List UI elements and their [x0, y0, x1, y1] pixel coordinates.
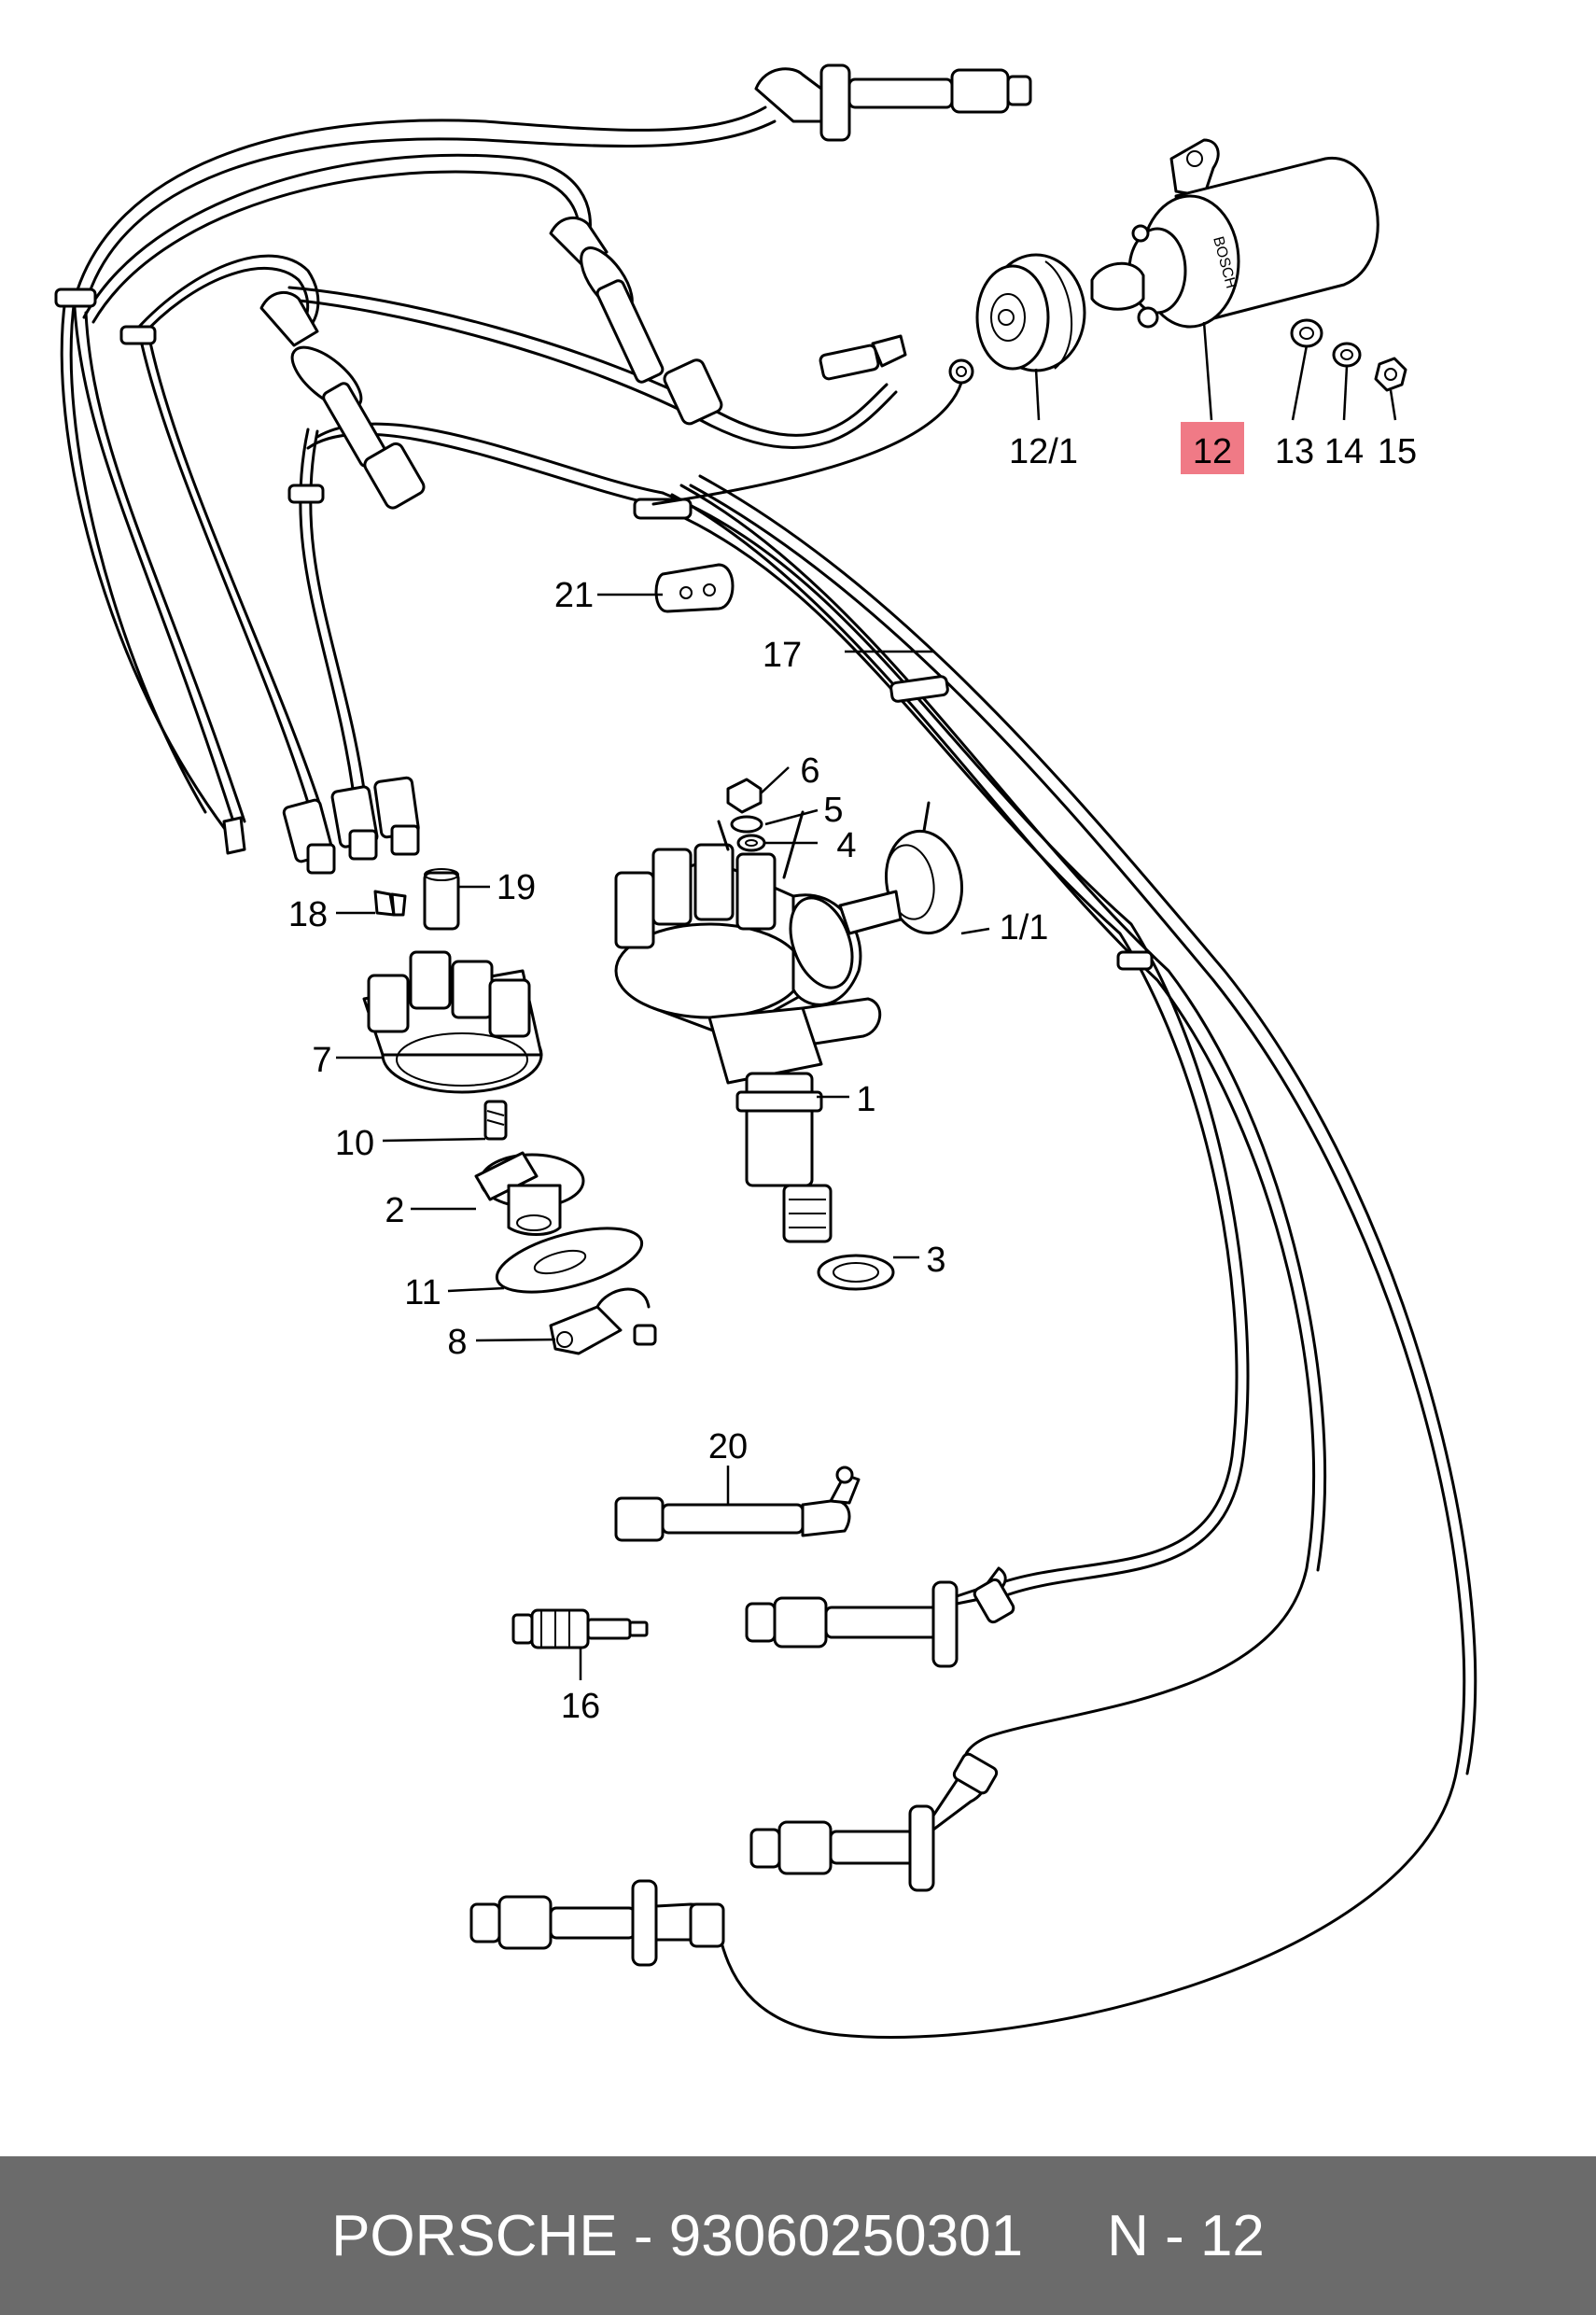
part-7-distributor-cap — [362, 950, 543, 1094]
callout-3: 3 — [926, 1241, 945, 1280]
callout-labels: 12/1 12 13 14 15 21 17 6 5 4 1/1 1 3 18 … — [288, 422, 1417, 1726]
plug-connector-top-1 — [754, 63, 1032, 142]
footer-part-number: PORSCHE - 93060250301 — [331, 2203, 1024, 2268]
footer-page-ref: N - 12 — [1107, 2203, 1265, 2268]
callout-12-1: 12/1 — [1009, 432, 1078, 471]
part-21-grommet — [654, 563, 735, 613]
callout-20: 20 — [708, 1427, 748, 1466]
callout-15: 15 — [1378, 432, 1417, 471]
part-12-1-coil-cap — [975, 253, 1086, 372]
part-16-spark-plug — [511, 1608, 649, 1649]
plug-connector-top-3 — [259, 290, 426, 510]
part-2-rotor — [474, 1151, 585, 1236]
ignition-parts-diagram: BOSCH — [54, 63, 1477, 2039]
plug-connector-bottom-3 — [469, 1879, 725, 1967]
callout-1-1: 1/1 — [1000, 908, 1049, 947]
part-15-nut — [1374, 357, 1407, 392]
part-19-boot — [423, 868, 460, 931]
part-5-washer — [730, 815, 763, 834]
part-4-spring-washer — [736, 834, 766, 852]
callout-14: 14 — [1324, 432, 1364, 471]
callout-4: 4 — [836, 826, 856, 865]
callout-19: 19 — [497, 868, 536, 907]
callout-21: 21 — [554, 576, 594, 615]
part-1-distributor — [614, 810, 882, 1243]
plug-connector-bottom-2 — [749, 1752, 999, 1892]
callout-12-highlight — [1181, 422, 1244, 474]
ignition-wire-harness — [54, 105, 1477, 2039]
leader-lines — [336, 321, 1397, 1680]
part-13-washer — [1290, 318, 1323, 348]
distributor-lead-connectors — [222, 776, 420, 875]
callout-2: 2 — [385, 1191, 404, 1230]
callout-5: 5 — [823, 791, 843, 830]
footer-bar: PORSCHE - 93060250301 N - 12 — [0, 2156, 1596, 2315]
part-12-ignition-coil: BOSCH — [1090, 138, 1379, 329]
part-20-lead — [614, 1466, 861, 1542]
part-6-nut — [726, 778, 763, 814]
part-10-carbon-brush — [483, 1100, 508, 1141]
part-3-seal-ring — [817, 1254, 895, 1291]
callout-8: 8 — [447, 1323, 467, 1362]
coil-lead-terminal — [651, 334, 974, 506]
callout-17: 17 — [763, 636, 802, 675]
callout-11: 11 — [404, 1273, 441, 1312]
callout-18: 18 — [288, 895, 328, 934]
part-1-1-vacuum-unit — [838, 801, 964, 935]
part-8-condenser — [549, 1287, 657, 1355]
part-18-terminal — [373, 890, 407, 917]
callout-13: 13 — [1275, 432, 1314, 471]
part-11-dust-shield — [495, 1227, 644, 1294]
callout-16: 16 — [561, 1687, 600, 1726]
part-14-spring-washer — [1332, 342, 1362, 368]
plug-connector-bottom-1 — [745, 1566, 1015, 1668]
callout-7: 7 — [312, 1041, 331, 1080]
callout-12: 12 — [1193, 432, 1232, 471]
callout-10: 10 — [335, 1124, 374, 1163]
plug-connector-top-2 — [549, 216, 723, 426]
callout-6: 6 — [800, 751, 819, 791]
callout-1: 1 — [856, 1080, 875, 1119]
